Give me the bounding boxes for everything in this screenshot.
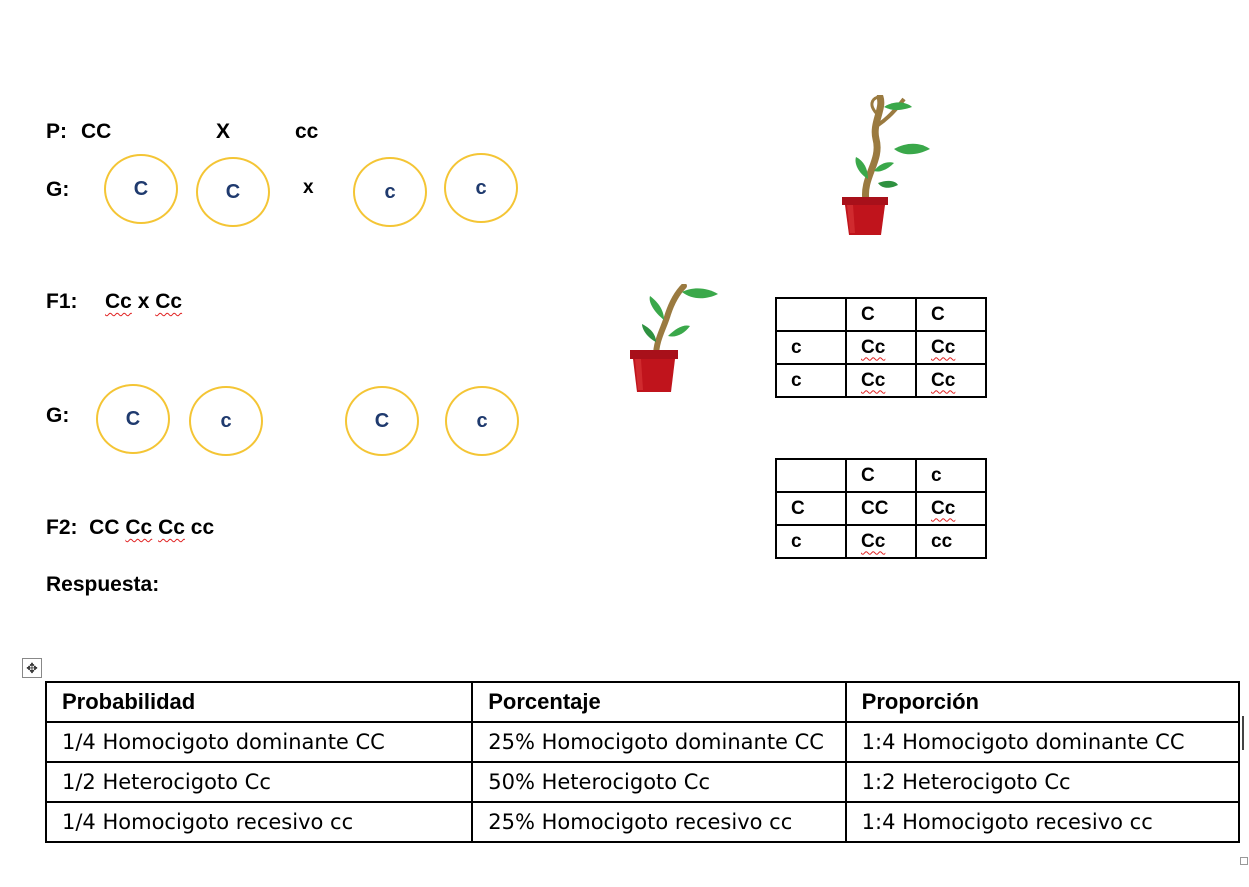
table-cell: 1/4 Homocigoto recesivo cc [44,801,474,843]
table-cell: 50% Heterocigoto Cc [471,761,847,803]
punnett-cell [775,458,847,493]
punnett-genotype: Cc [861,336,886,358]
table-cell: 25% Homocigoto recesivo cc [471,801,847,843]
gamete-circle: c [445,386,519,456]
table-row: 1/4 Homocigoto recesivo cc 25% Homocigot… [44,801,1241,843]
table-cell: 25% Homocigoto dominante CC [471,721,847,763]
punnett-cell: Cc [915,363,987,398]
gametes-label: G: [46,404,70,427]
table-cell: 1:4 Homocigoto dominante CC [844,721,1241,763]
plant-icon [630,284,718,392]
punnett-row: c Cc Cc [775,330,987,365]
f1-genotype: Cc [105,290,132,313]
table-resize-handle[interactable] [1240,857,1248,865]
punnett-genotype: Cc [861,530,886,552]
table-move-icon[interactable]: ✥ [22,658,42,678]
punnett-cell: Cc [915,330,987,365]
f2-genotype: Cc [125,516,153,539]
punnett-cell [775,297,847,332]
punnett-cell: Cc [845,363,917,398]
gamete-allele: C [374,409,390,432]
table-cell: 1/4 Homocigoto dominante CC [44,721,474,763]
column-header: Probabilidad [44,681,474,723]
table-cell: 1:2 Heterocigoto Cc [844,761,1241,803]
gamete-circle: C [104,154,178,224]
gamete-allele: c [476,409,488,432]
f1-cross: Cc x Cc [105,290,182,314]
punnett-row: C CC Cc [775,491,987,526]
punnett-cell: CC [845,491,917,526]
column-header: Porcentaje [471,681,847,723]
punnett-row: C c [775,458,987,493]
text-cursor [1242,716,1244,750]
gamete-circle: C [96,384,170,454]
gamete-allele: C [125,407,141,430]
gamete-circle: c [353,157,427,227]
table-cell: 1/2 Heterocigoto Cc [44,761,474,803]
f2-genotype: cc [190,516,215,539]
punnett-cell: cc [915,524,987,559]
gamete-allele: c [220,409,232,432]
gametes-label: G: [46,178,70,201]
f2-label: F2: [46,516,78,539]
answer-label: Respuesta: [46,573,160,596]
f2-genotype: CC [89,516,120,539]
punnett-genotype: Cc [861,369,886,391]
f2-genotype: Cc [158,516,185,539]
gamete-circle: c [189,386,263,456]
punnett-square-2: C c C CC Cc c Cc cc [775,458,987,559]
punnett-cell: Cc [845,330,917,365]
punnett-cell: C [775,491,847,526]
plant-icon [842,95,930,235]
punnett-cell: c [775,330,847,365]
parent1-genotype: CC [81,120,112,143]
punnett-cell: Cc [845,524,917,559]
punnett-cell: C [845,458,917,493]
results-table: Probabilidad Porcentaje Proporción 1/4 H… [44,681,1241,843]
table-header-row: Probabilidad Porcentaje Proporción [44,681,1241,723]
punnett-cell: C [915,297,987,332]
table-row: 1/4 Homocigoto dominante CC 25% Homocigo… [44,721,1241,763]
gamete-allele: c [384,180,396,203]
punnett-genotype: Cc [931,336,956,358]
cross-symbol: x [303,177,314,198]
punnett-row: c Cc Cc [775,363,987,398]
f2-line: F2: CC Cc Cc cc [46,516,214,540]
parental-label: P: [46,120,67,143]
gamete-allele: C [133,177,149,200]
punnett-cell: C [845,297,917,332]
cross-symbol: x [137,290,150,313]
gamete-circle: c [444,153,518,223]
column-header: Proporción [844,681,1241,723]
punnett-genotype: Cc [931,369,956,391]
table-row: 1/2 Heterocigoto Cc 50% Heterocigoto Cc … [44,761,1241,803]
f1-label: F1: [46,290,78,313]
punnett-cell: Cc [915,491,987,526]
gamete-allele: c [475,176,487,199]
gamete-circle: C [345,386,419,456]
parent2-genotype: cc [295,120,319,143]
punnett-genotype: Cc [931,497,956,519]
table-cell: 1:4 Homocigoto recesivo cc [844,801,1241,843]
gamete-circle: C [196,157,270,227]
punnett-row: C C [775,297,987,332]
punnett-cell: c [775,524,847,559]
punnett-row: c Cc cc [775,524,987,559]
punnett-square-1: C C c Cc Cc c Cc Cc [775,297,987,398]
f1-genotype: Cc [155,290,183,313]
punnett-cell: c [775,363,847,398]
cross-symbol: X [216,120,231,143]
gamete-allele: C [225,180,241,203]
punnett-cell: c [915,458,987,493]
